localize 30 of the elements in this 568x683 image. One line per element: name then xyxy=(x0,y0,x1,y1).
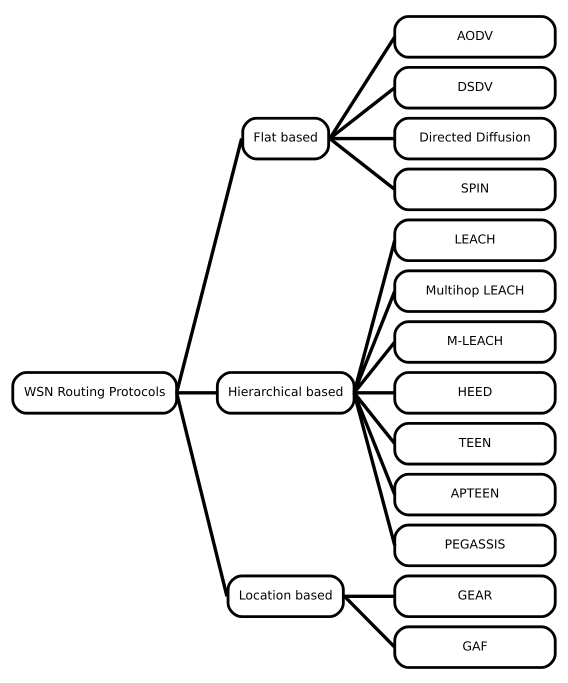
connector xyxy=(175,138,244,393)
node-box: M-LEACH xyxy=(393,320,557,364)
connector xyxy=(328,35,396,139)
node-box: LEACH xyxy=(393,218,557,262)
node-box: Location based xyxy=(226,574,345,618)
connector xyxy=(352,290,396,393)
connector xyxy=(176,390,218,394)
node-box: Hierarchical based xyxy=(216,370,356,414)
node-box: WSN Routing Protocols xyxy=(11,370,178,414)
node-box: Multihop LEACH xyxy=(393,268,557,312)
node-box: TEEN xyxy=(393,421,557,465)
node-box: GAF xyxy=(393,624,557,668)
node-box: APTEEN xyxy=(393,472,557,516)
node-box: Flat based xyxy=(241,116,330,160)
connector xyxy=(352,239,396,393)
connector xyxy=(343,594,396,648)
connector xyxy=(352,392,396,495)
connector xyxy=(330,136,395,140)
node-box: SPIN xyxy=(393,167,557,211)
node-box: PEGASSIS xyxy=(393,523,557,567)
connector xyxy=(174,392,229,596)
connector xyxy=(352,392,396,546)
connector xyxy=(344,594,395,598)
node-box: Directed Diffusion xyxy=(393,116,557,160)
node-box: HEED xyxy=(393,370,557,414)
node-box: GEAR xyxy=(393,574,557,618)
node-box: AODV xyxy=(393,14,557,58)
node-box: DSDV xyxy=(393,65,557,109)
connector xyxy=(354,390,395,394)
connector xyxy=(328,136,396,190)
